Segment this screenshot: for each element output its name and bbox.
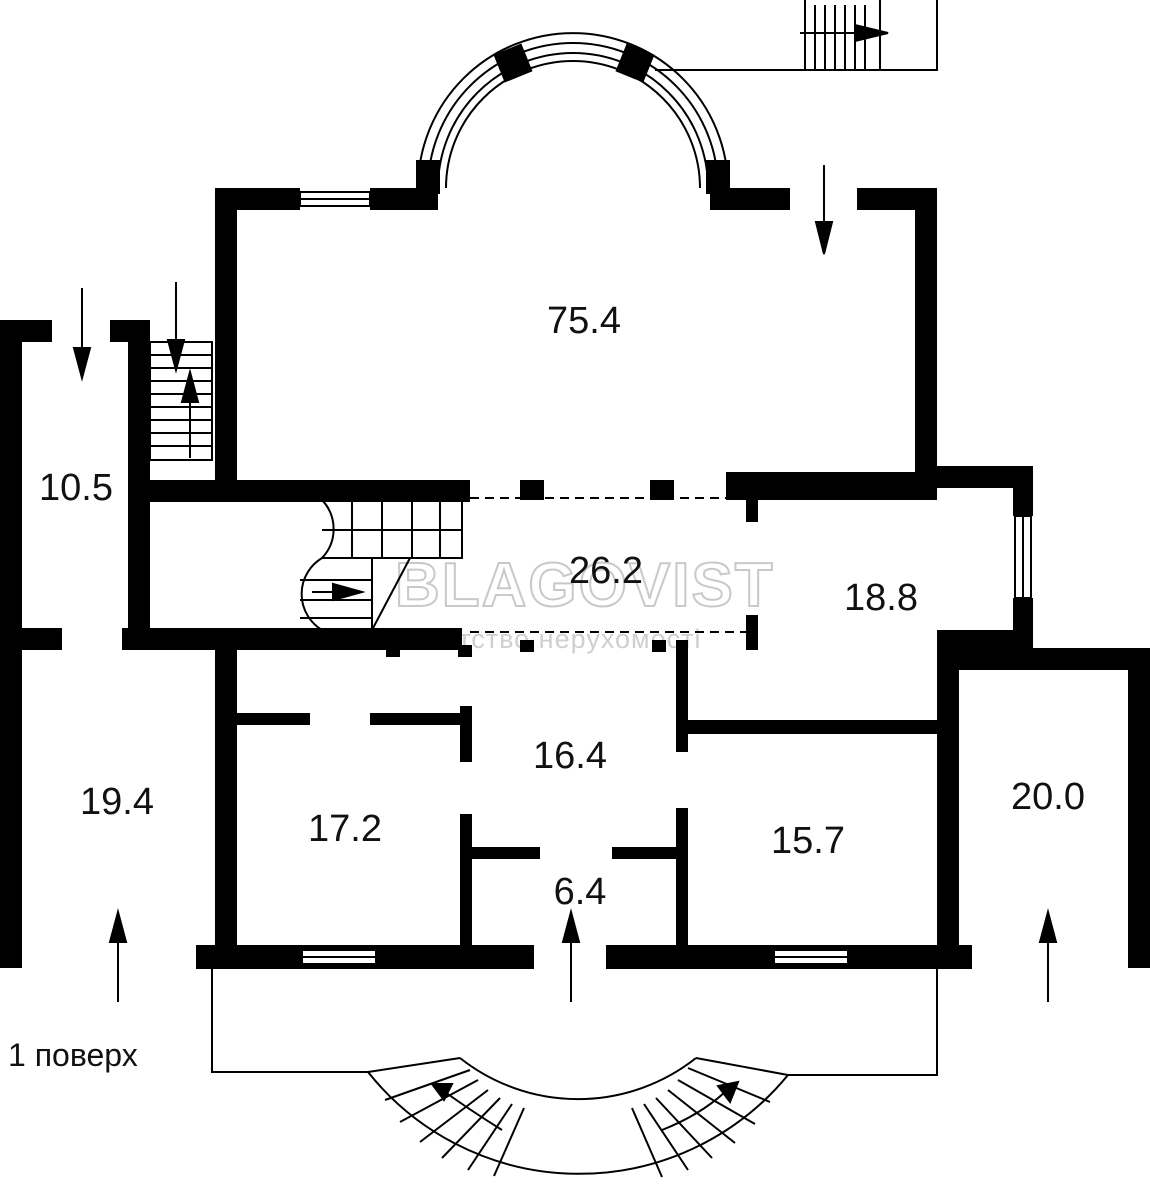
wall-corridor-top	[130, 480, 470, 502]
wall-right-room-left	[937, 630, 959, 968]
room-area-label: 17.2	[308, 808, 382, 850]
room-area-label: 19.4	[80, 781, 154, 823]
arrows	[72, 23, 1058, 1131]
wall-stub-2	[746, 615, 758, 650]
arrow-curved-icon	[430, 1083, 503, 1131]
arrow-up-icon	[108, 908, 128, 1002]
room-labels: 75.4 10.5 26.2 18.8 16.4 19.4 17.2 6.4 1…	[39, 300, 1085, 913]
column-1	[520, 480, 544, 500]
wall-partition-v2	[676, 808, 688, 948]
room-area-label: 10.5	[39, 467, 113, 509]
wall-left-mid-a	[0, 628, 62, 650]
arrow-down-icon	[814, 165, 834, 255]
room-area-label: 18.8	[844, 577, 918, 619]
wall-partition-v1	[676, 640, 688, 752]
wall-stub-1	[746, 500, 758, 522]
walls	[0, 188, 1150, 969]
post-3	[520, 640, 534, 652]
wall-right-bay-side-bottom	[1013, 598, 1033, 638]
arrow-up-icon	[561, 908, 581, 1002]
post-2	[458, 645, 472, 657]
wall-right-bay-bottom	[937, 630, 1033, 652]
wall-hall-right	[915, 188, 937, 500]
wall-hall-top-left	[215, 188, 300, 210]
column-2	[650, 480, 674, 500]
wall-corridor-top-right	[726, 472, 922, 500]
room-area-label: 20.0	[1011, 776, 1085, 818]
arrow-down-icon	[166, 282, 186, 374]
room-area-label: 75.4	[547, 300, 621, 342]
wall-partition-v3	[460, 706, 472, 762]
wall-partition-h5	[460, 847, 540, 859]
room-area-label: 15.7	[771, 820, 845, 862]
wall-right-outer	[1128, 648, 1150, 968]
wall-lower-left	[215, 650, 237, 950]
stair-corridor	[300, 499, 463, 631]
wall-left-top-a	[0, 320, 52, 342]
wall-partition-h2	[612, 847, 688, 859]
thin-outlines	[211, 0, 938, 1076]
room-area-label: 26.2	[569, 550, 643, 592]
wall-partition-h3	[232, 713, 310, 725]
stair-left	[149, 341, 213, 461]
bay-window	[416, 32, 730, 194]
wall-right-bay-side-top	[1013, 466, 1033, 516]
arrow-up-icon	[180, 368, 200, 458]
windows	[299, 191, 1032, 965]
arrow-right-icon	[312, 582, 366, 602]
arrow-down-icon	[72, 288, 92, 382]
wall-hall-left	[215, 188, 237, 500]
wall-partition-h1	[676, 720, 938, 734]
stair-bottom	[367, 1057, 789, 1178]
wall-right-bay-top	[915, 466, 1033, 488]
floor-label: 1 поверх	[8, 1037, 138, 1073]
post-1	[386, 645, 400, 657]
wall-partition-h4	[370, 713, 468, 725]
room-area-label: 6.4	[554, 871, 607, 913]
arrow-right-icon	[800, 23, 889, 43]
room-area-label: 16.4	[533, 735, 607, 777]
watermark: BLAGOVIST агентство нерухомості	[394, 550, 775, 654]
arrow-curved-icon	[661, 1080, 740, 1131]
wall-left-mid-b	[122, 628, 462, 650]
arrow-up-icon	[1038, 908, 1058, 1002]
post-4	[652, 640, 666, 652]
watermark-brand: BLAGOVIST	[395, 551, 775, 620]
wall-partition-v4	[460, 814, 472, 948]
wall-right-room-top	[948, 648, 1150, 670]
